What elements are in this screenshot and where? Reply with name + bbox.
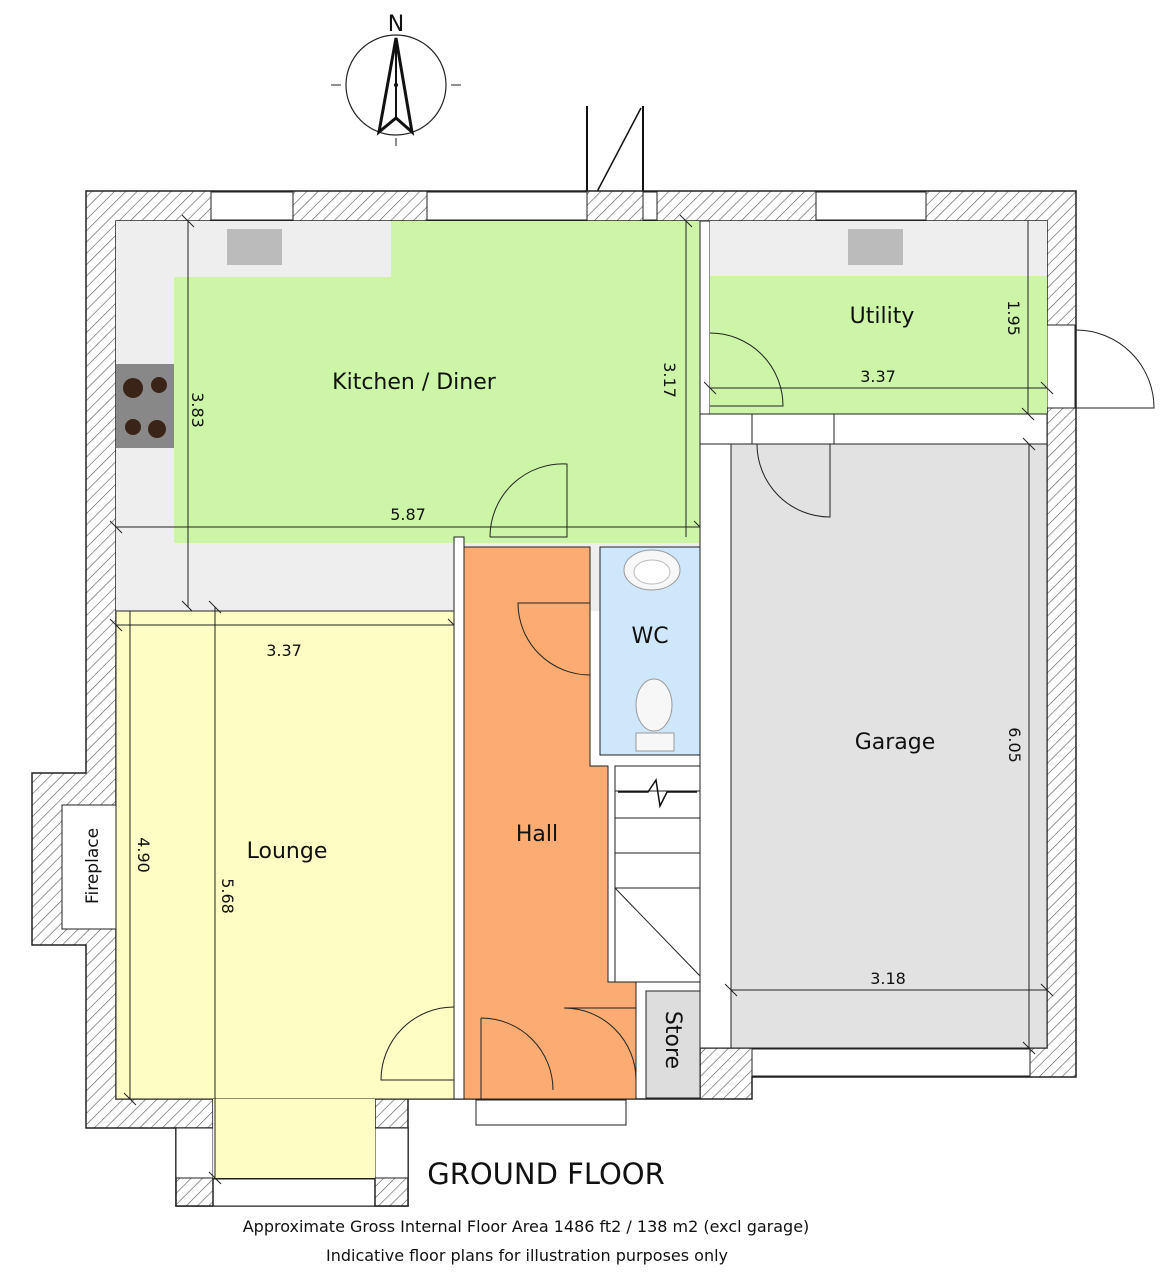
fireplace-label: Fireplace [83, 828, 103, 904]
kitchen-label: Kitchen / Diner [332, 370, 497, 395]
garage-label: Garage [855, 730, 936, 755]
compass-north-label: N [388, 12, 404, 37]
hall: Hall [453, 536, 637, 1100]
hall-label: Hall [516, 822, 558, 847]
utility-width: 3.37 [860, 367, 896, 386]
utility-room: Utility 3.37 1.95 [699, 221, 1155, 445]
kitchen-sink-icon [227, 229, 282, 265]
fireplace [61, 804, 117, 930]
utility-floor [710, 276, 1047, 414]
garage: Garage 3.18 6.05 [699, 437, 1054, 1055]
staircase [614, 765, 701, 983]
lounge-depth: 4.90 [134, 837, 153, 873]
wc-label: WC [631, 624, 668, 649]
lounge-floor [115, 610, 455, 1100]
kitchen-diner: Kitchen / Diner 5.87 3.83 3.17 [109, 214, 711, 614]
lounge-label: Lounge [247, 839, 328, 864]
compass: N [331, 12, 461, 146]
floor-area-text: Approximate Gross Internal Floor Area 14… [243, 1217, 810, 1236]
lounge-depth-2: 5.68 [218, 878, 237, 914]
utility-label: Utility [850, 304, 915, 329]
kitchen-depth-2: 3.17 [660, 362, 679, 398]
utility-sink-icon [848, 229, 903, 265]
utility-depth: 1.95 [1004, 300, 1023, 336]
garage-width: 3.18 [870, 969, 906, 988]
store-label: Store [660, 1011, 685, 1069]
hob-icon [116, 364, 174, 448]
lounge-room: Lounge 3.37 4.90 5.68 [109, 600, 461, 1185]
store-room: Store [645, 990, 701, 1099]
garage-floor [730, 443, 1048, 1049]
lounge-width: 3.37 [266, 641, 302, 660]
wc-room: WC [599, 546, 701, 756]
kitchen-width: 5.87 [390, 505, 426, 524]
disclaimer-text: Indicative floor plans for illustration … [326, 1246, 728, 1265]
wc-toilet-icon [635, 678, 675, 752]
garage-depth: 6.05 [1005, 727, 1024, 763]
kitchen-depth: 3.83 [188, 392, 207, 428]
floor-title: GROUND FLOOR [427, 1157, 665, 1191]
store-floor [645, 990, 701, 1099]
